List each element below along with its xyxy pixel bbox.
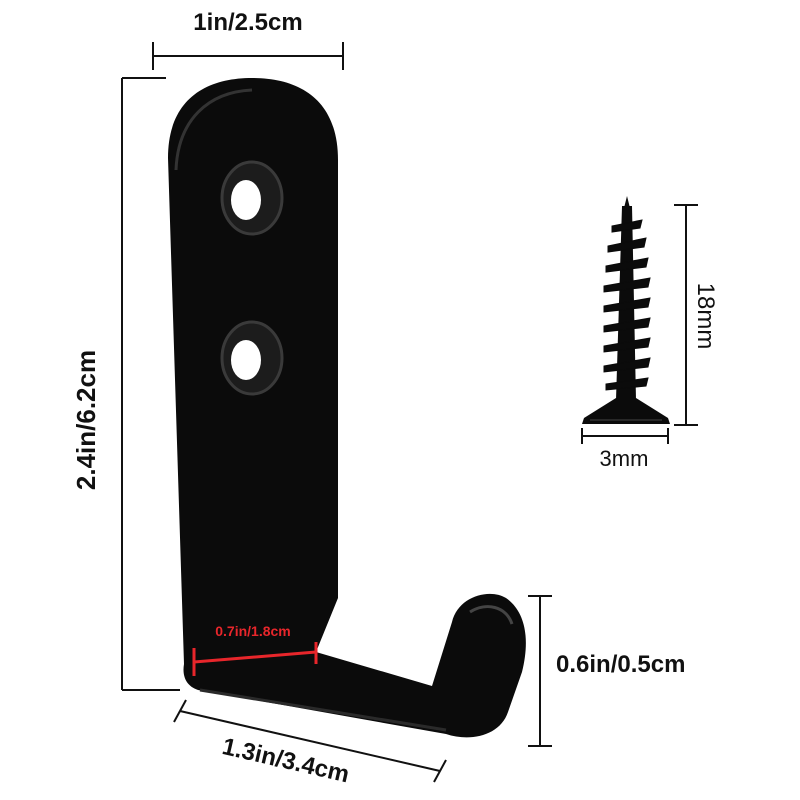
lower-screw-hole bbox=[220, 320, 284, 396]
arm-bottom-edge bbox=[199, 688, 447, 732]
screw-threads bbox=[603, 219, 651, 391]
screw-length-label: 18mm bbox=[692, 283, 719, 350]
top-width-dimension: 1in/2.5cm bbox=[152, 9, 344, 70]
screw-diameter-dimension: 3mm bbox=[581, 428, 669, 471]
screw-icon bbox=[582, 196, 670, 424]
screw-length-dimension: 18mm bbox=[674, 204, 719, 426]
upper-screw-hole bbox=[220, 160, 284, 236]
screw-head bbox=[582, 398, 670, 424]
lip-height-label: 0.6in/0.5cm bbox=[556, 651, 685, 678]
height-dimension: 2.4in/6.2cm bbox=[71, 77, 180, 691]
screw-diameter-label: 3mm bbox=[600, 446, 649, 471]
inner-width-dimension: 0.7in/1.8cm bbox=[192, 623, 318, 676]
lip-height-dimension: 0.6in/0.5cm bbox=[528, 595, 685, 747]
top-width-label: 1in/2.5cm bbox=[193, 9, 302, 36]
hook-body bbox=[168, 78, 526, 738]
height-label: 2.4in/6.2cm bbox=[71, 350, 101, 490]
hook-edge-highlight bbox=[174, 88, 253, 171]
lip-highlight bbox=[469, 605, 514, 625]
depth-label: 1.3in/3.4cm bbox=[220, 733, 352, 788]
wall-hook-icon bbox=[168, 78, 526, 738]
inner-width-label: 0.7in/1.8cm bbox=[215, 623, 291, 639]
